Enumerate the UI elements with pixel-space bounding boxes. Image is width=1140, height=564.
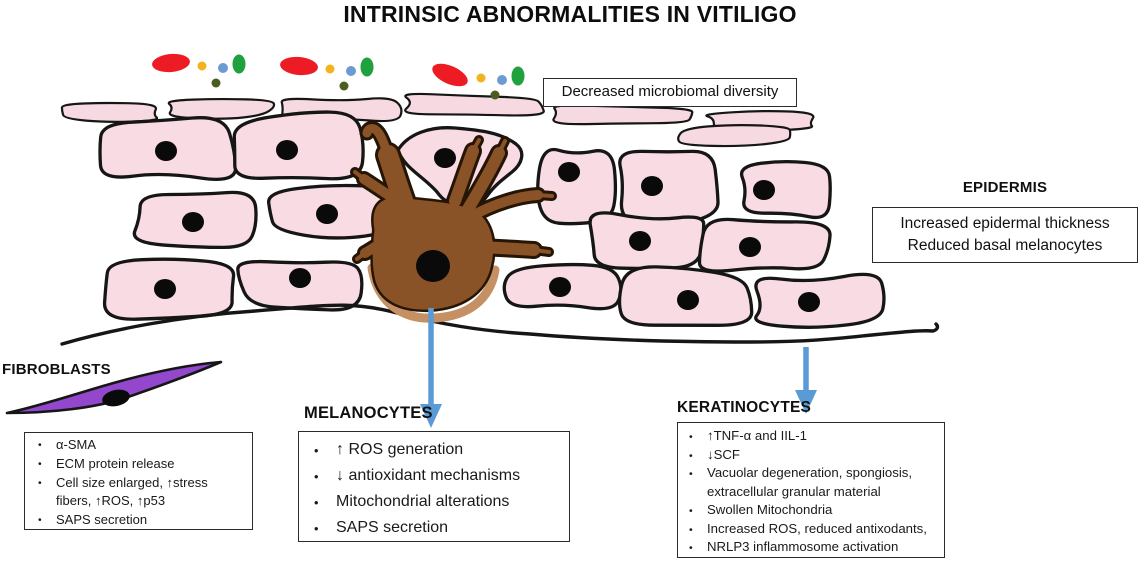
cell-nucleus — [629, 231, 651, 251]
epidermis-line: Increased epidermal thickness — [900, 215, 1110, 232]
keratinocyte-arrow — [795, 347, 817, 414]
list-item: ECM protein release — [25, 455, 246, 475]
cell-nucleus — [677, 290, 699, 310]
melanocyte-dendrite — [471, 138, 481, 153]
microbe-green-oval — [511, 66, 525, 86]
cell-nucleus — [558, 162, 580, 182]
list-item: Mitochondrial alterations — [299, 489, 563, 516]
keratinocyte-cell — [739, 159, 832, 220]
melanocyte-dendrite — [360, 232, 396, 258]
melanocytes-box: ↑ ROS generation ↓ antioxidant mechanism… — [298, 431, 570, 542]
epidermis-line: Reduced basal melanocytes — [907, 237, 1103, 254]
microbiome-layer — [152, 53, 525, 100]
basement-membrane-line — [60, 303, 940, 346]
melanocytes-label: MELANOCYTES — [304, 404, 433, 422]
keratinocytes-box: ↑TNF-α and IIL-1 ↓SCF Vacuolar degenerat… — [677, 422, 945, 558]
keratinocyte-cell — [697, 217, 832, 273]
cell-nucleus — [798, 292, 820, 312]
epidermis-label: EPIDERMIS — [962, 179, 1048, 196]
melanocyte-nucleus — [416, 250, 450, 282]
microbe-olive-dot — [490, 90, 500, 100]
list-item: NRLP3 inflammosome activation — [678, 538, 940, 557]
corneum-cell — [60, 101, 159, 123]
microbe-blue-dot — [218, 63, 228, 73]
corneum-cell — [167, 97, 276, 120]
cell-nucleus — [155, 141, 177, 161]
list-item: ↑ ROS generation — [299, 437, 563, 464]
microbe-red-oval — [280, 56, 318, 76]
microbe-blue-dot — [497, 75, 507, 85]
microbe-blue-dot — [346, 66, 356, 76]
page-title: INTRINSIC ABNORMALITIES IN VITILIGO — [343, 1, 797, 27]
list-item: ↓ antioxidant mechanisms — [299, 463, 563, 490]
keratinocyte-cell — [536, 147, 618, 226]
melanocyte-dendrite — [449, 145, 479, 207]
microbe-yellow-dot — [476, 73, 486, 83]
cell-nucleus — [316, 204, 338, 224]
microbe-red-oval — [432, 63, 468, 87]
melanocytes-list: ↑ ROS generation ↓ antioxidant mechanism… — [299, 437, 563, 542]
microbe-green-oval — [360, 57, 374, 77]
cell-nucleus — [276, 140, 298, 160]
cell-nucleus — [154, 279, 176, 299]
corneum-cell — [404, 92, 545, 117]
list-item: ↑TNF-α and IIL-1 — [678, 427, 940, 446]
fibroblasts-label: FIBROBLASTS — [2, 361, 111, 378]
melanocyte-dendrite — [472, 241, 540, 256]
melanocyte-dendrite — [362, 124, 393, 160]
list-item: SAPS secretion — [25, 511, 246, 531]
fibroblast-nucleus — [102, 389, 130, 407]
melanocyte-dendrite — [536, 193, 554, 198]
list-item: Vacuolar degeneration, spongiosis, extra… — [678, 464, 940, 501]
melanocyte-dendrite — [497, 139, 507, 155]
keratinocyte-cell — [618, 149, 720, 228]
melanocyte-dendrite — [355, 251, 367, 261]
fibroblasts-box: α-SMA ECM protein release Cell size enla… — [24, 432, 253, 531]
keratinocyte-cell-layer — [98, 110, 886, 329]
melanocyte-dendrite — [462, 147, 505, 215]
melanocyte-arrow — [420, 308, 442, 428]
microbe-red-oval — [152, 53, 190, 73]
keratinocytes-label: KERATINOCYTES — [677, 399, 812, 416]
microbe-yellow-dot — [197, 61, 207, 71]
cell-nucleus — [641, 176, 663, 196]
corneum-cell — [677, 124, 792, 148]
keratinocytes-list: ↑TNF-α and IIL-1 ↓SCF Vacuolar degenerat… — [678, 427, 940, 557]
microbe-green-oval — [232, 54, 246, 74]
cell-nucleus — [753, 180, 775, 200]
cell-nucleus — [549, 277, 571, 297]
microbe-yellow-dot — [325, 64, 335, 74]
corneum-cell — [552, 104, 694, 126]
melanocyte-dendrite — [465, 190, 543, 222]
melanocyte-dendrite — [359, 174, 398, 203]
keratinocyte-cell — [232, 110, 365, 181]
list-item: Increased ROS, reduced antixodants, — [678, 520, 940, 538]
list-item: SAPS secretion — [299, 515, 563, 542]
microbe-olive-dot — [339, 81, 349, 91]
melanocyte-dendrite — [353, 170, 366, 181]
cell-nucleus — [739, 237, 761, 257]
microbe-olive-dot — [211, 78, 221, 88]
cell-nucleus — [182, 212, 204, 232]
microbiome-text: Decreased microbiomal diversity — [561, 83, 779, 100]
microbiome-box: Decreased microbiomal diversity — [543, 78, 797, 107]
fibroblast-cell — [5, 360, 223, 415]
list-item: Cell size enlarged, ↑stress fibers, ↑ROS… — [25, 474, 246, 512]
epidermis-box: Increased epidermal thickness Reduced ba… — [872, 207, 1138, 263]
cell-nucleus — [289, 268, 311, 288]
list-item: α-SMA — [25, 436, 246, 456]
list-item: ↓SCF — [678, 446, 940, 464]
cell-nucleus — [434, 148, 456, 168]
list-item: Swollen Mitochondria — [678, 501, 940, 520]
fibroblasts-list: α-SMA ECM protein release Cell size enla… — [25, 436, 246, 531]
melanocyte-dendrite — [532, 248, 551, 254]
